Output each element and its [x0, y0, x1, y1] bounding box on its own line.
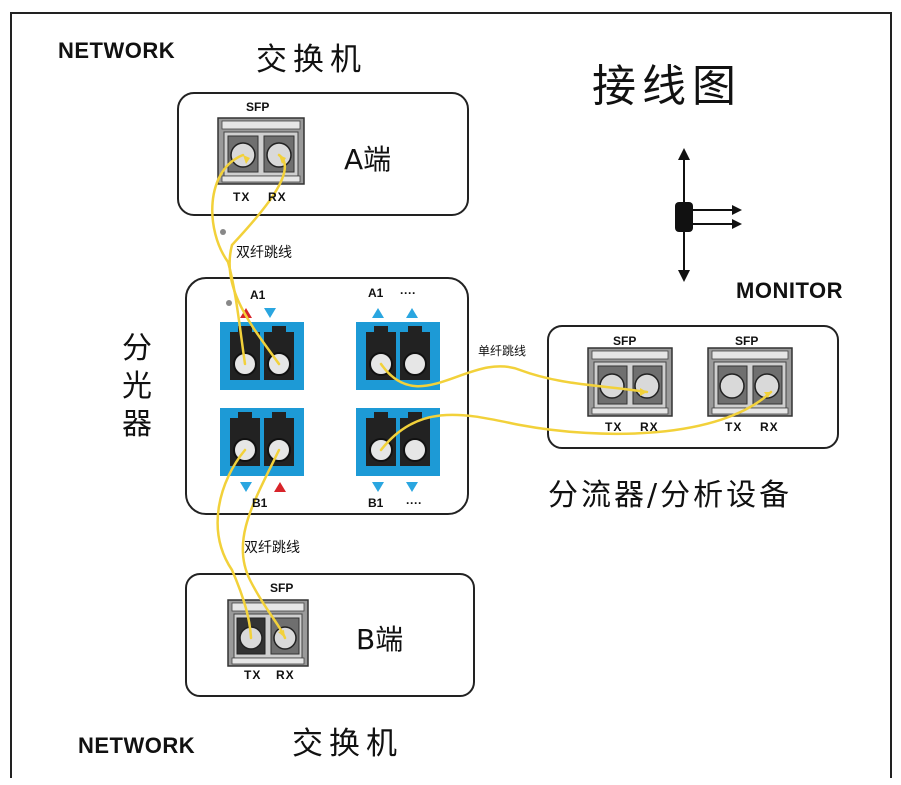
single-patch-label: 单纤跳线	[478, 344, 527, 358]
red-up-arrow-icon	[240, 308, 252, 318]
rx-label-a: RX	[268, 190, 287, 204]
sfp-module-monitor-2	[707, 347, 793, 417]
sfp-module-a	[217, 117, 305, 185]
network-label-top: NETWORK	[58, 38, 176, 63]
switch-label-top: 交换机	[256, 42, 367, 78]
red-up-arrow-icon	[274, 482, 286, 492]
fiber-monitor-2	[379, 390, 773, 452]
fiber-a-rx	[228, 153, 287, 366]
port-b1-left-label: B1	[252, 496, 268, 510]
tx-label-a: TX	[233, 190, 251, 204]
page-title: 接线图	[592, 61, 742, 112]
fiber-b2	[241, 448, 287, 640]
blue-down-arrow-icon	[372, 482, 384, 492]
blue-up-arrow-icon	[372, 308, 384, 318]
fiber-a-tx	[211, 153, 247, 366]
splitter-port-a1-right	[356, 322, 440, 390]
sfp-module-monitor-1	[587, 347, 673, 417]
tx-label-monitor-1: TX	[605, 420, 623, 434]
outer-frame	[10, 12, 892, 778]
splitter-label: 分光器	[122, 331, 152, 442]
splitter-port-a1-left	[220, 322, 304, 390]
dual-patch-label-bottom: 双纤跳线	[244, 540, 300, 556]
fiber-cables	[211, 153, 773, 640]
analyzer-label: 分流器/分析设备	[548, 478, 793, 513]
network-label-bottom: NETWORK	[78, 733, 196, 758]
blue-down-arrow-icon	[264, 308, 276, 318]
sfp-label-monitor-1: SFP	[613, 334, 637, 348]
fiber-arrowheads	[243, 155, 771, 638]
rx-label-monitor-2: RX	[760, 420, 779, 434]
port-a1-right-label: A1	[368, 286, 384, 300]
dual-patch-label-top: 双纤跳线	[236, 245, 292, 261]
port-a1-left-label: A1	[250, 288, 266, 302]
fiber-monitor-1	[379, 362, 649, 394]
rx-label-b: RX	[276, 668, 295, 682]
end-a-label: A端	[344, 143, 392, 176]
splitter-port-b1-left	[220, 408, 304, 476]
ellipsis-top: ····	[400, 286, 416, 300]
blue-up-arrow-icon	[406, 308, 418, 318]
fiber-tie-icon	[220, 229, 226, 235]
tx-label-b: TX	[244, 668, 262, 682]
tap-direction-icon	[675, 148, 742, 282]
ellipsis-bottom: ····	[406, 496, 422, 510]
end-b-label: B端	[356, 623, 404, 656]
blue-down-arrow-icon	[406, 482, 418, 492]
blue-down-arrow-icon	[240, 482, 252, 492]
switch-label-bottom: 交换机	[292, 726, 403, 762]
rx-label-monitor-1: RX	[640, 420, 659, 434]
monitor-label: MONITOR	[736, 278, 843, 303]
sfp-label-b: SFP	[270, 581, 294, 595]
fiber-b	[216, 448, 253, 640]
sfp-label-monitor-2: SFP	[735, 334, 759, 348]
fiber-tie-icon	[226, 300, 232, 306]
tx-label-monitor-2: TX	[725, 420, 743, 434]
sfp-label-a: SFP	[246, 100, 270, 114]
port-b1-right-label: B1	[368, 496, 384, 510]
